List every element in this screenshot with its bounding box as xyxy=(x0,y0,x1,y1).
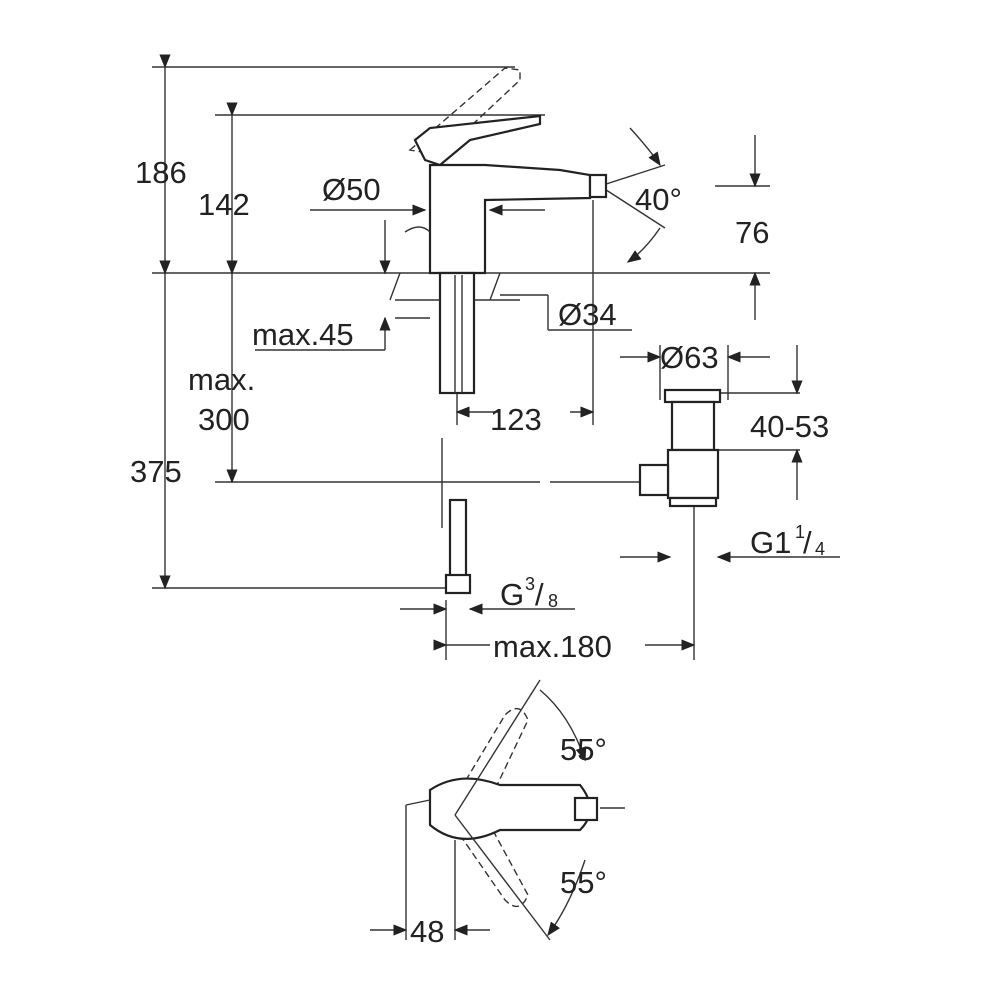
faucet-side-view xyxy=(389,67,645,595)
label-g3-8: G 3 / 8 xyxy=(500,574,558,612)
label-186: 186 xyxy=(135,155,187,190)
label-angle-55-top: 55° xyxy=(560,732,607,767)
label-max45: max.45 xyxy=(252,317,354,352)
svg-text:G: G xyxy=(500,577,524,612)
label-angle-40: 40° xyxy=(635,182,682,217)
label-d50: Ø50 xyxy=(322,172,381,207)
faucet-top-view xyxy=(405,679,625,941)
label-375: 375 xyxy=(130,454,182,489)
svg-text:8: 8 xyxy=(548,591,558,611)
label-d63: Ø63 xyxy=(660,340,719,375)
svg-text:3: 3 xyxy=(525,574,535,594)
svg-text:G1: G1 xyxy=(750,525,791,560)
dimension-labels: 186 142 Ø50 40° 76 Ø34 max.45 Ø63 max. 3… xyxy=(130,155,829,949)
label-123: 123 xyxy=(490,402,542,437)
label-angle-55-bottom: 55° xyxy=(560,865,607,900)
svg-text:1: 1 xyxy=(795,522,805,542)
label-max300-line1: max. xyxy=(188,362,255,397)
label-142: 142 xyxy=(198,187,250,222)
label-g1-1-4: G1 1 / 4 xyxy=(750,522,825,560)
svg-text:/: / xyxy=(535,577,544,612)
label-d34: Ø34 xyxy=(558,297,617,332)
svg-text:4: 4 xyxy=(815,539,825,559)
svg-text:/: / xyxy=(803,525,812,560)
label-40-53: 40-53 xyxy=(750,409,829,444)
pop-up-waste xyxy=(638,388,722,508)
label-76: 76 xyxy=(735,215,769,250)
label-48: 48 xyxy=(410,914,444,949)
dimension-lines xyxy=(159,54,840,940)
label-max300-line2: 300 xyxy=(198,402,250,437)
label-max180: max.180 xyxy=(493,629,612,664)
